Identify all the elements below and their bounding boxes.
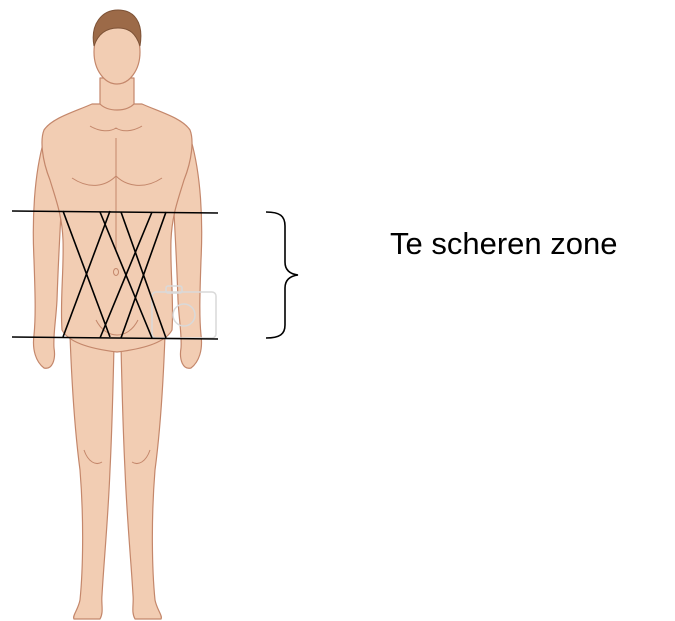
zone-label: Te scheren zone xyxy=(390,228,617,259)
human-body-icon xyxy=(33,20,201,619)
left-leg xyxy=(70,335,114,619)
right-leg xyxy=(121,335,165,619)
torso xyxy=(42,104,192,352)
brace-icon xyxy=(266,212,298,338)
